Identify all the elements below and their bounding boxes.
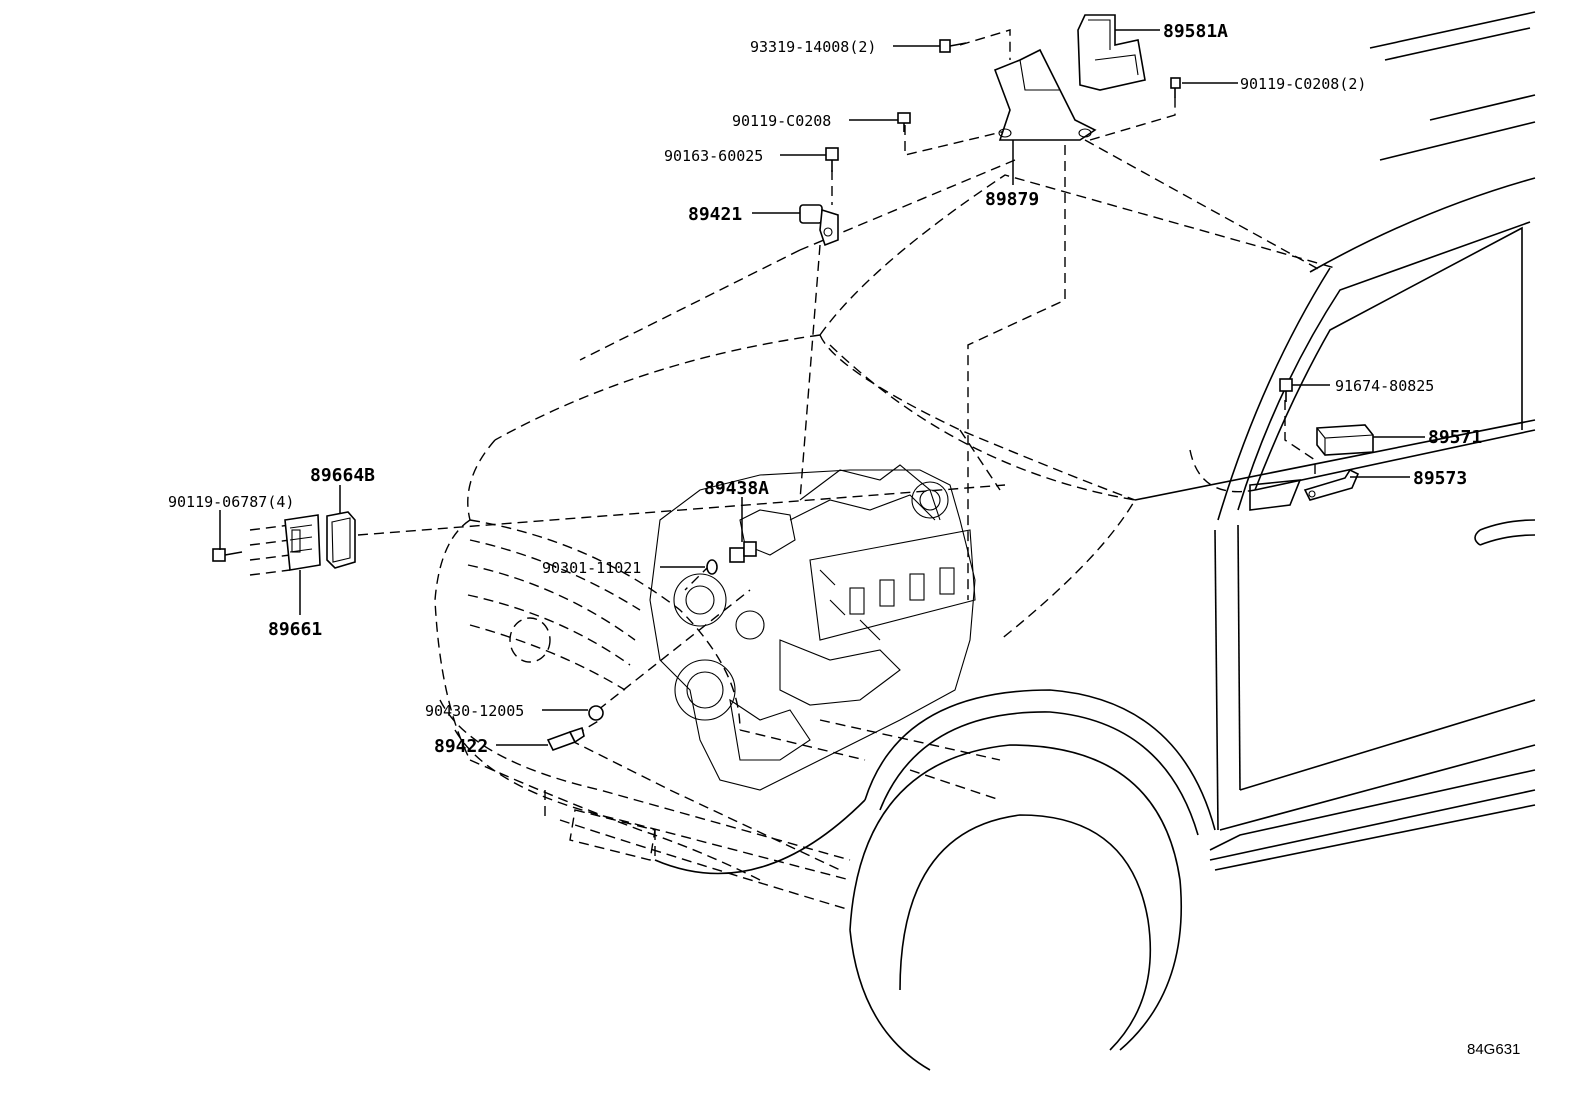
label-89573: 89573 (1413, 468, 1467, 489)
label-89879: 89879 (985, 189, 1039, 210)
bolt-90119-c0208-icon (897, 112, 911, 132)
label-90119-06787: 90119-06787(4) (168, 493, 294, 511)
bolt-91674-icon (1279, 378, 1293, 402)
module-89581A-icon (1077, 14, 1146, 91)
bracket-89573-icon (1303, 468, 1360, 501)
label-90119-c0208: 90119-C0208 (732, 112, 831, 130)
assembly-lines (249, 29, 1321, 871)
oring-90301-icon (706, 559, 718, 575)
sensor-89421-icon (799, 204, 839, 247)
label-89581A: 89581A (1163, 21, 1228, 42)
label-89661: 89661 (268, 619, 322, 640)
parts-graphics (212, 14, 1374, 751)
vehicle-outline (434, 11, 1536, 1071)
label-89421: 89421 (688, 204, 742, 225)
ecu-89661-icon (284, 514, 321, 571)
label-90430: 90430-12005 (425, 702, 524, 720)
sensor-89438A-icon (729, 541, 757, 563)
bolt-90119-06787-icon (212, 548, 243, 562)
diagram-reference-code: 84G631 (1467, 1041, 1520, 1058)
label-90301: 90301-11021 (542, 559, 641, 577)
label-90163: 90163-60025 (664, 147, 763, 165)
label-89571: 89571 (1428, 427, 1482, 448)
bolt-93319-icon (939, 39, 967, 53)
label-91674: 91674-80825 (1335, 377, 1434, 395)
part-labels: 93319-14008(2) 89581A 90119-C0208(2) 901… (168, 21, 1482, 757)
sensor-89422-icon (546, 726, 585, 751)
gasket-90430-icon (588, 705, 604, 721)
bolt-90163-icon (825, 147, 839, 172)
bolt-90119-c0208-2-icon (1170, 77, 1181, 98)
label-90119-c0208-2: 90119-C0208(2) (1240, 75, 1366, 93)
engine-assembly (649, 464, 976, 791)
module-89571-icon (1316, 424, 1374, 456)
bracket-89879-icon (993, 48, 1097, 141)
label-89664B: 89664B (310, 465, 375, 486)
cover-89664B-icon (326, 511, 356, 569)
leader-lines (219, 29, 1425, 746)
label-89422: 89422 (434, 736, 488, 757)
label-89438A: 89438A (704, 478, 769, 499)
label-93319: 93319-14008(2) (750, 38, 876, 56)
